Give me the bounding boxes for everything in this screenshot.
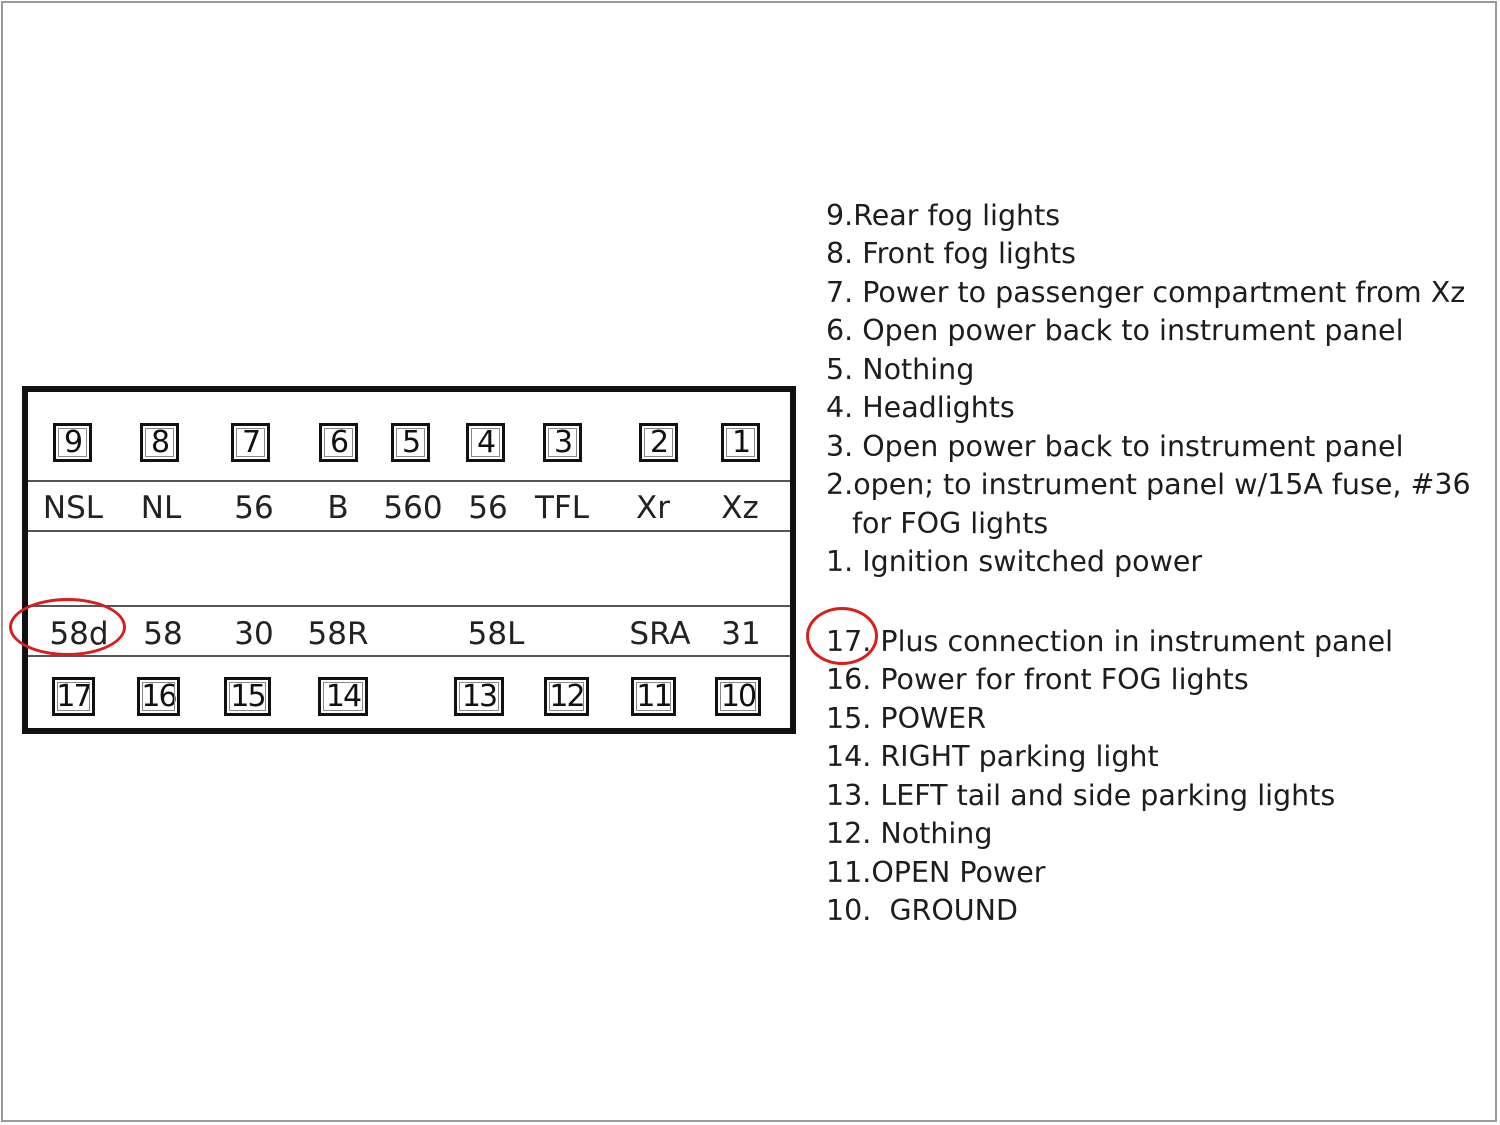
legend-item-14: 14. RIGHT parking light xyxy=(826,740,1159,773)
pin-8: 8 xyxy=(140,423,179,462)
pin-5: 5 xyxy=(391,423,430,462)
pin-12: 12 xyxy=(544,677,589,716)
highlight-circle-17 xyxy=(806,607,878,665)
divider-bottom-gap xyxy=(28,605,790,607)
pin-16: 16 xyxy=(137,677,180,716)
highlight-circle-58d xyxy=(9,598,126,656)
signal-label-pin-3: TFL xyxy=(534,490,590,526)
pin-6: 6 xyxy=(319,423,358,462)
legend-item-15: 15. POWER xyxy=(826,702,986,735)
legend-item-16: 16. Power for front FOG lights xyxy=(826,663,1249,696)
legend-item-7: 7. Power to passenger compartment from X… xyxy=(826,276,1466,309)
signal-label-pin-8: NL xyxy=(140,490,182,526)
legend-item-4: 4. Headlights xyxy=(826,391,1015,424)
signal-label-pin-14: 58R xyxy=(307,616,369,652)
divider-bottom-labels xyxy=(28,655,790,657)
pin-1: 1 xyxy=(721,423,760,462)
legend-item-6: 6. Open power back to instrument panel xyxy=(826,314,1404,347)
legend-item-11: 11.OPEN Power xyxy=(826,856,1046,889)
signal-label-pin-9: NSL xyxy=(42,490,104,526)
signal-label-pin-10: 31 xyxy=(721,616,761,652)
legend-item-1: 1. Ignition switched power xyxy=(826,545,1203,578)
pin-7: 7 xyxy=(231,423,270,462)
legend-item-3: 3. Open power back to instrument panel xyxy=(826,430,1404,463)
legend-item-13: 13. LEFT tail and side parking lights xyxy=(826,779,1336,812)
legend-item-2: 2.open; to instrument panel w/15A fuse, … xyxy=(826,468,1471,501)
legend-item-17: 17. Plus connection in instrument panel xyxy=(826,625,1394,658)
signal-label-pin-6: B xyxy=(327,490,349,526)
legend-item-5: 5. Nothing xyxy=(826,353,975,386)
connector-diagram: 9 8 7 6 5 4 3 2 1 NSL NL 56 B 560 56 TFL… xyxy=(22,386,796,734)
pin-11: 11 xyxy=(631,677,676,716)
signal-label-pin-4: 56 xyxy=(468,490,508,526)
legend-item-8: 8. Front fog lights xyxy=(826,237,1077,270)
pin-2: 2 xyxy=(639,423,678,462)
legend-item-2-continued: for FOG lights xyxy=(852,507,1049,540)
divider-top-gap xyxy=(28,530,790,532)
pin-9: 9 xyxy=(53,423,92,462)
signal-label-pin-16: 58 xyxy=(143,616,183,652)
pin-15: 15 xyxy=(224,677,271,716)
signal-label-pin-11: SRA xyxy=(629,616,691,652)
legend-item-12: 12. Nothing xyxy=(826,817,993,850)
pin-13: 13 xyxy=(454,677,504,716)
signal-label-pin-5: 560 xyxy=(383,490,443,526)
signal-label-pin-15: 30 xyxy=(234,616,274,652)
pin-17: 17 xyxy=(52,677,95,716)
pin-4: 4 xyxy=(466,423,505,462)
pin-14: 14 xyxy=(318,677,368,716)
signal-label-pin-13: 58L xyxy=(467,616,525,652)
signal-label-pin-1: Xz xyxy=(721,490,759,526)
signal-label-pin-2: Xr xyxy=(636,490,670,526)
pin-3: 3 xyxy=(543,423,582,462)
pin-10: 10 xyxy=(715,677,761,716)
legend-item-10: 10. GROUND xyxy=(826,894,1018,927)
signal-label-pin-7: 56 xyxy=(234,490,274,526)
legend-item-9: 9.Rear fog lights xyxy=(826,199,1061,232)
divider-top-labels xyxy=(28,480,790,482)
